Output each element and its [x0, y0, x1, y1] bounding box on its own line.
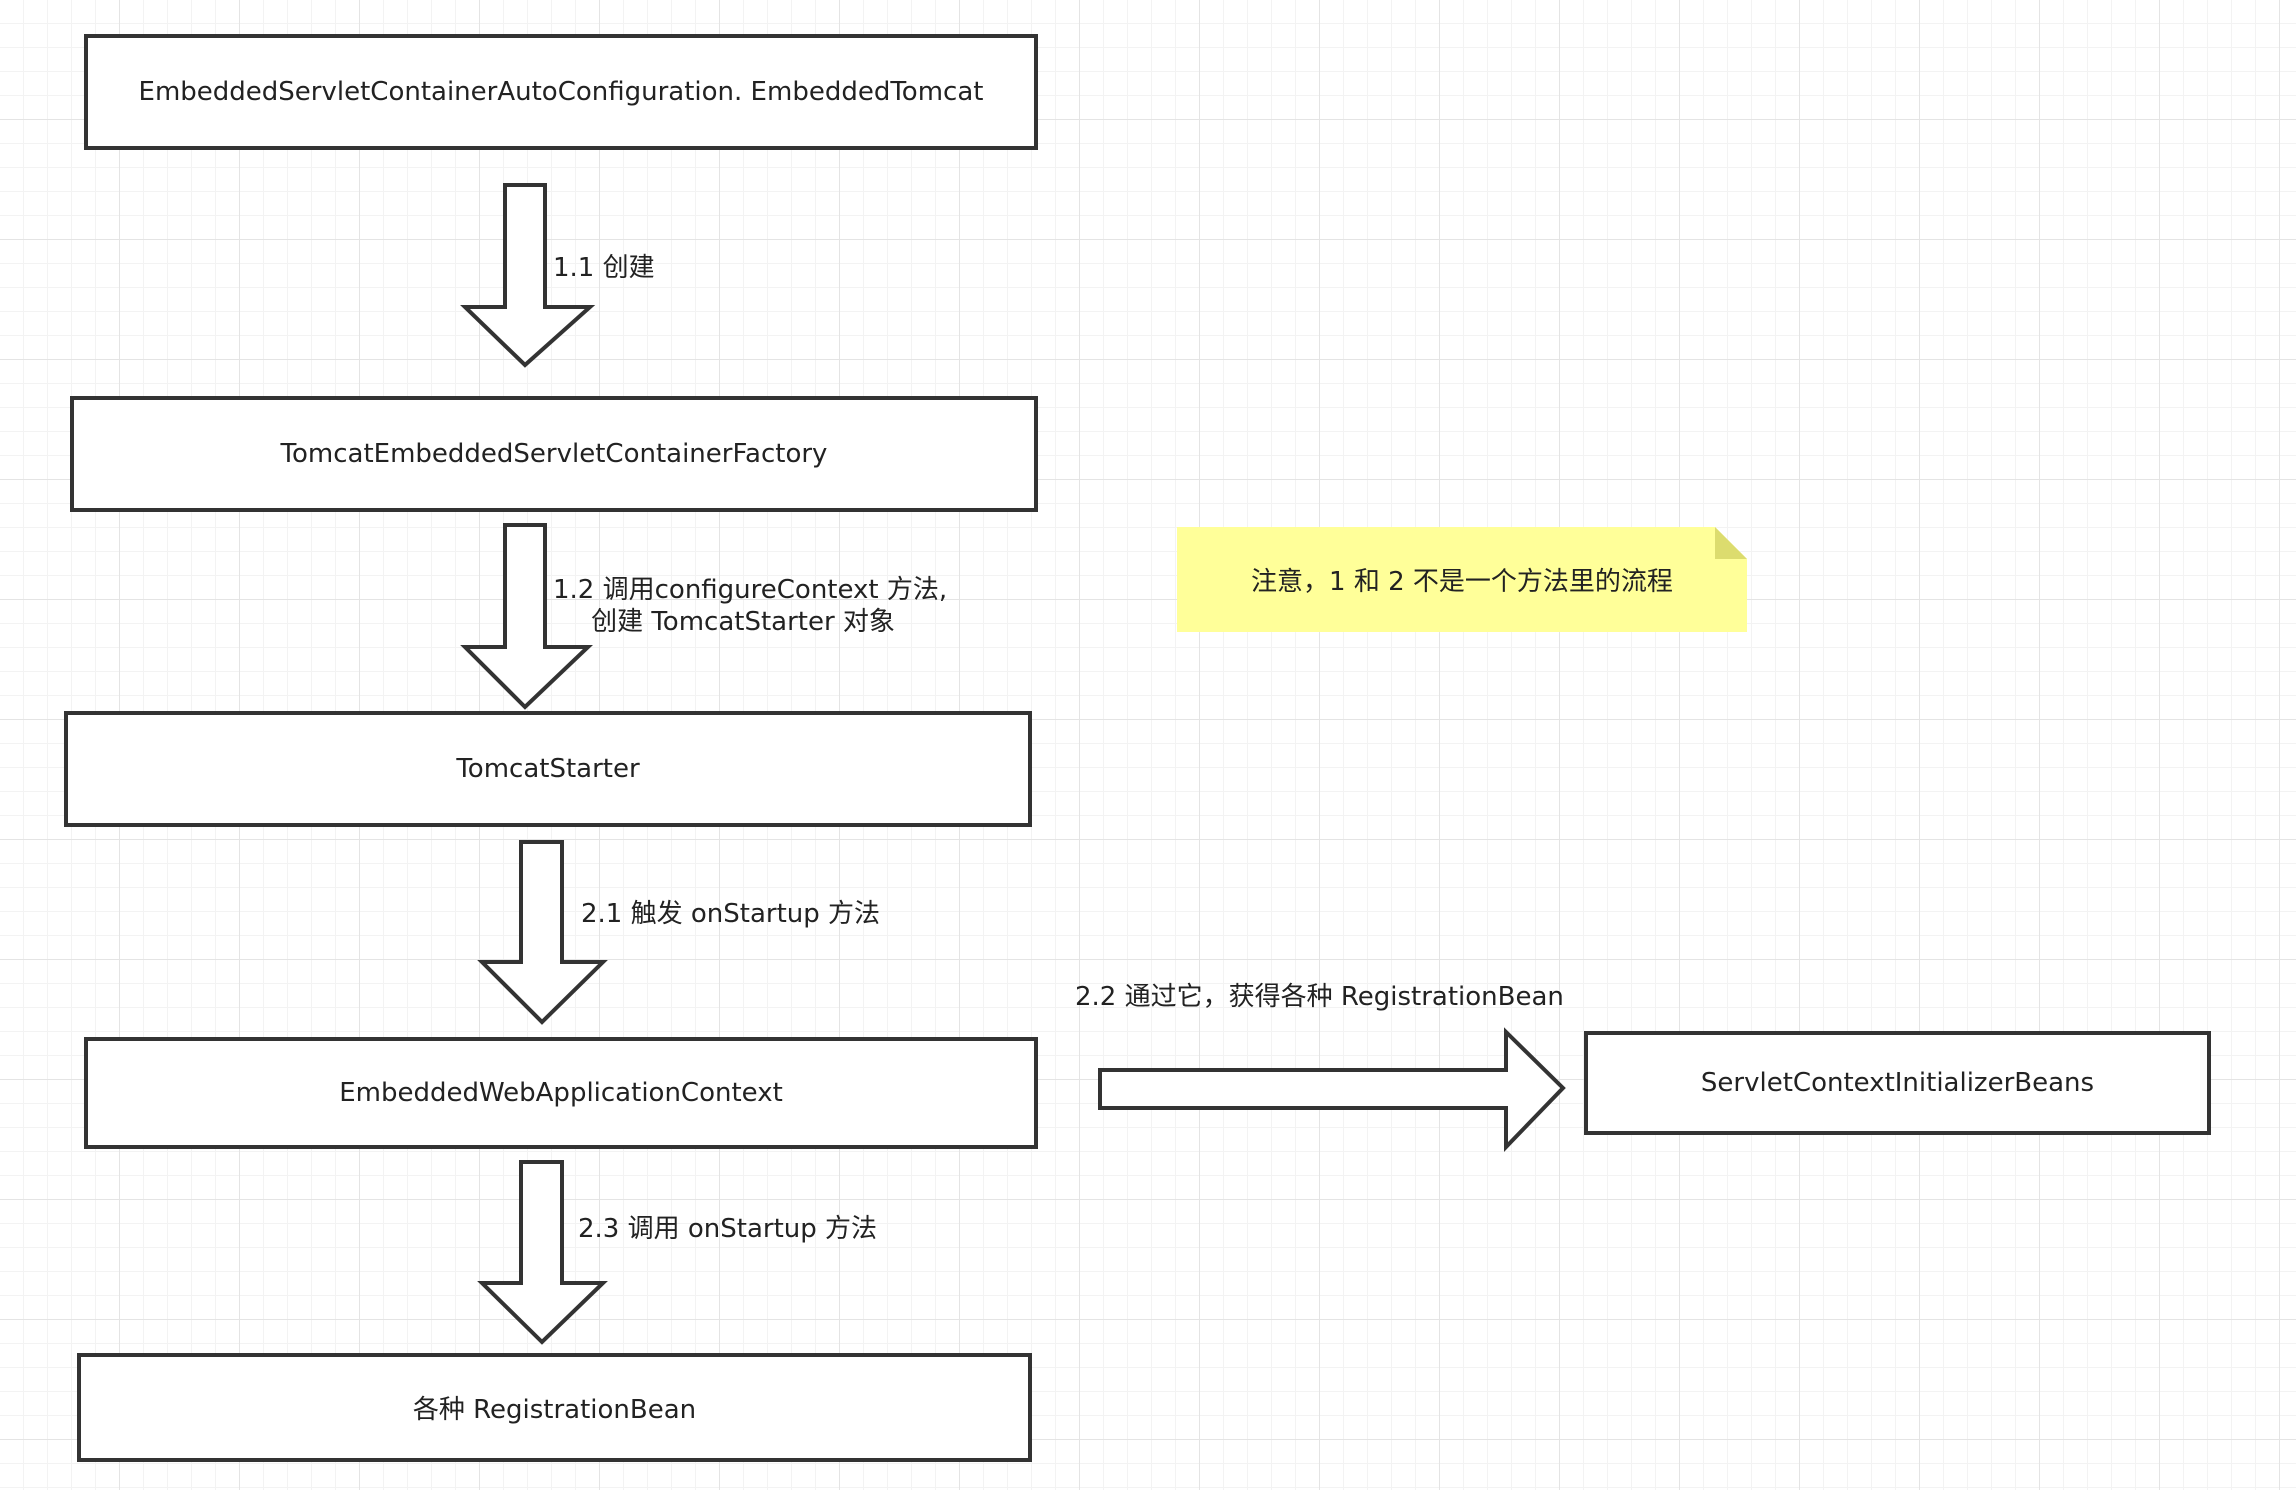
node-embedded-web-app-context-label: EmbeddedWebApplicationContext [339, 1078, 783, 1108]
sticky-note: 注意，1 和 2 不是一个方法里的流程 [1177, 527, 1747, 632]
arrow-call-onstartup [477, 1160, 608, 1345]
node-registration-beans-label: 各种 RegistrationBean [412, 1395, 697, 1425]
arrow-get-registration-beans [1098, 1027, 1566, 1152]
sticky-note-text: 注意，1 和 2 不是一个方法里的流程 [1251, 567, 1673, 597]
edge-label-2-1: 2.1 触发 onStartup 方法 [581, 899, 881, 929]
node-registration-beans: 各种 RegistrationBean [77, 1353, 1032, 1462]
arrow-trigger-onstartup [477, 840, 608, 1025]
node-servlet-context-initializer-beans: ServletContextInitializerBeans [1584, 1031, 2211, 1135]
sticky-note-shape [1177, 527, 1747, 632]
edge-label-1-2: 1.2 调用configureContext 方法, 创建 TomcatStar… [553, 574, 948, 638]
edge-label-2-3: 2.3 调用 onStartup 方法 [578, 1214, 878, 1244]
node-servlet-context-initializer-beans-label: ServletContextInitializerBeans [1700, 1068, 2095, 1098]
node-tomcat-starter-label: TomcatStarter [456, 754, 640, 784]
node-tomcat-starter: TomcatStarter [64, 711, 1032, 827]
node-tomcat-factory: TomcatEmbeddedServletContainerFactory [70, 396, 1038, 512]
node-tomcat-factory-label: TomcatEmbeddedServletContainerFactory [280, 439, 828, 469]
edge-label-1-1: 1.1 创建 [553, 253, 655, 283]
edge-label-1-2-line1: 1.2 调用configureContext 方法, [553, 575, 948, 605]
edge-label-2-2: 2.2 通过它，获得各种 RegistrationBean [1075, 982, 1564, 1012]
node-embedded-web-app-context: EmbeddedWebApplicationContext [84, 1037, 1038, 1149]
node-embedded-tomcat: EmbeddedServletContainerAutoConfiguratio… [84, 34, 1038, 150]
edge-label-1-2-line2: 创建 TomcatStarter 对象 [591, 607, 895, 637]
node-embedded-tomcat-label: EmbeddedServletContainerAutoConfiguratio… [138, 77, 984, 107]
